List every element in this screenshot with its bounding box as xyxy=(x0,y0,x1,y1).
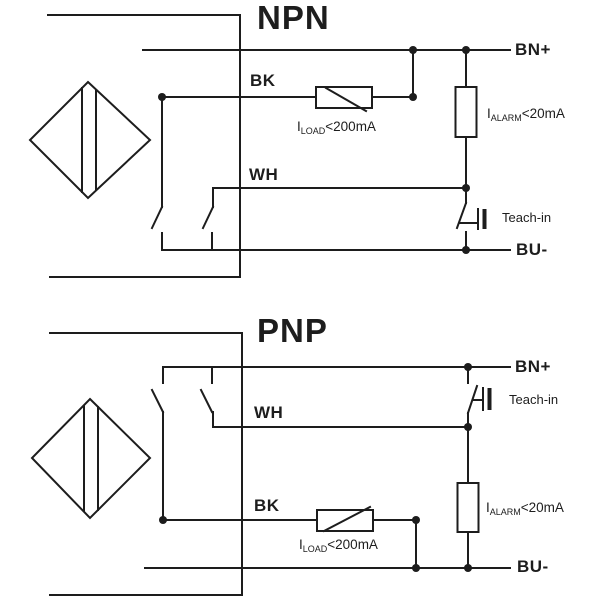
npn-load-current-label: ILOAD<200mA xyxy=(297,119,376,136)
pnp-teach-in-label: Teach-in xyxy=(509,392,559,407)
pnp-output-switch-right xyxy=(199,366,214,428)
pnp-wire-label-bn-plus: BN+ xyxy=(515,357,551,376)
npn-load-resistor xyxy=(315,86,373,113)
npn-wire-label-bk: BK xyxy=(250,71,276,90)
npn-teach-in-label: Teach-in xyxy=(502,210,552,225)
pnp-wire-label-wh: WH xyxy=(254,403,284,422)
pnp-circuit xyxy=(30,332,511,596)
pnp-alarm-current-label: IALARM<20mA xyxy=(486,500,564,517)
pnp-wire-label-bk: BK xyxy=(254,496,280,515)
pnp-load-resistor xyxy=(316,505,374,533)
pnp-teach-in-switch xyxy=(466,366,492,428)
npn-wire-label-wh: WH xyxy=(249,165,279,184)
npn-sensor-body-outline xyxy=(47,14,241,278)
pnp-title: PNP xyxy=(257,312,328,349)
pnp-load-current-label: ILOAD<200mA xyxy=(299,537,378,554)
pnp-junction-dots xyxy=(159,363,472,572)
npn-alarm-current-label: IALARM<20mA xyxy=(487,106,565,123)
pnp-output-switch-left xyxy=(150,366,165,521)
npn-title: NPN xyxy=(257,0,330,36)
npn-junction-dots xyxy=(158,46,470,254)
npn-wire-label-bu-minus: BU- xyxy=(516,240,548,259)
pnp-pushbutton-icon xyxy=(472,387,484,411)
pnp-sensor-body-outline xyxy=(49,332,243,596)
npn-output-switch-left xyxy=(150,96,164,251)
pnp-wire-bk xyxy=(162,519,417,569)
pnp-wire-label-bu-minus: BU- xyxy=(517,557,549,576)
npn-circuit xyxy=(28,14,511,278)
npn-output-switch-right xyxy=(201,187,215,251)
npn-wires xyxy=(142,49,511,251)
npn-teach-in-switch xyxy=(455,187,487,251)
npn-wire-label-bn-plus: BN+ xyxy=(515,40,551,59)
pnp-wires xyxy=(144,366,511,569)
npn-pushbutton-icon xyxy=(458,208,479,230)
npn-sensor-diamond-icon xyxy=(28,80,152,200)
pnp-sensor-diamond-icon xyxy=(30,397,152,520)
npn-alarm-resistor xyxy=(454,49,478,189)
npn-wire-bk xyxy=(161,49,414,98)
pnp-alarm-resistor xyxy=(456,426,480,569)
